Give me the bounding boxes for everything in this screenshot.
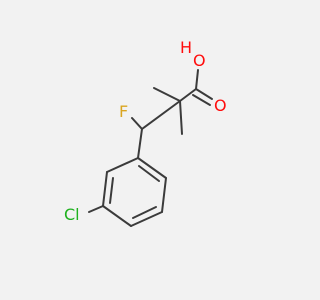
bond-methyl-lower [179,100,183,135]
bond-cooh-c-to-o-double-a [195,88,213,100]
hydroxyl-h-label: H [180,38,192,57]
bond-ring-inner-c [138,165,160,182]
bond-ring-4-5 [130,211,163,227]
bond-chf-to-quaternary [141,100,181,130]
bond-chf-to-ring [137,128,143,159]
chlorine-label: Cl [64,205,80,224]
bond-ring-5-6 [161,177,167,213]
atom-labels: H O O F Cl [64,38,227,224]
bond-cooh-c-to-oh [195,69,199,90]
bond-chf-to-f [131,117,143,130]
bonds [88,69,213,227]
bond-ring-1-2 [106,157,139,173]
bond-cooh-c-to-o-double-b [192,94,211,106]
carbonyl-oxygen-label: O [214,96,227,115]
bond-ring-inner-a [109,177,114,204]
fluorine-label: F [119,102,128,121]
chemical-structure: H O O F Cl [64,38,227,227]
bond-ring-to-cl [88,205,104,213]
hydroxyl-oxygen-label: O [193,51,206,70]
structure-canvas: H O O F Cl [64,38,227,227]
bond-methyl-upper [153,87,181,102]
bond-ring-6-1 [137,157,167,179]
bond-ring-inner-b [132,206,157,219]
bond-ring-2-3 [102,171,108,207]
bond-ring-3-4 [102,205,132,227]
bond-quaternary-to-cooh [179,88,197,102]
